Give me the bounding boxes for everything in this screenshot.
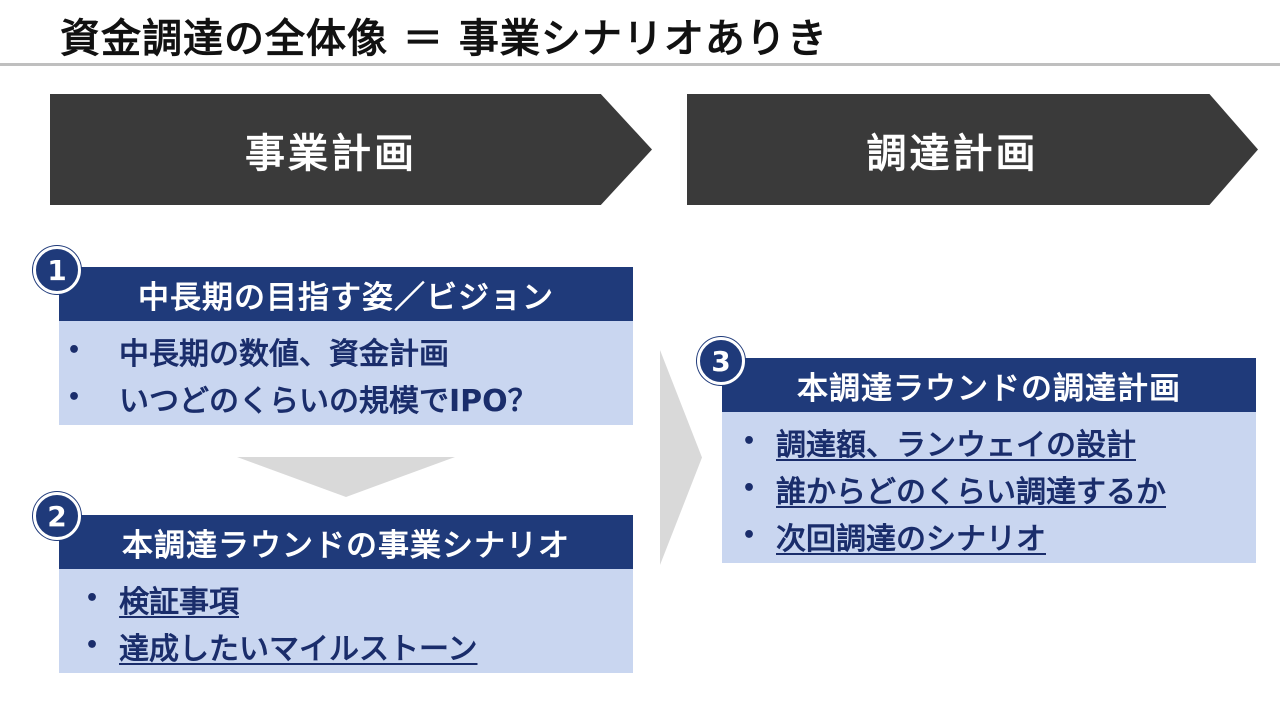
list-item-text: 次回調達のシナリオ: [776, 521, 1046, 557]
list-item: • いつどのくらいの規模でIPO？: [59, 374, 633, 421]
bullet-icon: •: [85, 586, 100, 611]
list-item: • 検証事項: [59, 575, 633, 622]
business-plan-header: 事業計画: [50, 94, 652, 205]
scenario-box-heading: 本調達ラウンドの事業シナリオ: [59, 515, 633, 569]
bullet-icon: •: [742, 476, 757, 501]
list-item: • 中長期の数値、資金計画: [59, 327, 633, 374]
list-item-text: 調達額、ランウェイの設計: [776, 427, 1136, 463]
step-number-badge: 1: [33, 246, 81, 294]
list-item-text: 検証事項: [119, 584, 239, 620]
vision-box-body: • 中長期の数値、資金計画 • いつどのくらいの規模でIPO？: [59, 321, 633, 425]
bullet-icon: •: [67, 338, 82, 363]
vision-box-heading: 中長期の目指す姿／ビジョン: [59, 267, 633, 321]
page-title: 資金調達の全体像 ＝ 事業シナリオありき: [60, 16, 828, 62]
list-item: • 達成したいマイルストーン: [59, 622, 633, 669]
step-number-badge: 3: [697, 337, 745, 385]
vision-box: 中長期の目指す姿／ビジョン • 中長期の数値、資金計画 • いつどのくらいの規模…: [59, 267, 633, 425]
bullet-icon: •: [85, 633, 100, 658]
step-number-badge: 2: [33, 492, 81, 540]
funding-plan-header: 調達計画: [687, 94, 1258, 205]
down-arrow-icon: [237, 457, 455, 497]
right-arrow-icon: [660, 350, 702, 565]
bullet-icon: •: [67, 385, 82, 410]
bullet-icon: •: [742, 523, 757, 548]
title-divider: [0, 63, 1280, 66]
funding-box: 本調達ラウンドの調達計画 • 調達額、ランウェイの設計 • 誰からどのくらい調達…: [722, 358, 1256, 563]
funding-box-body: • 調達額、ランウェイの設計 • 誰からどのくらい調達するか • 次回調達のシナ…: [722, 412, 1256, 563]
bullet-icon: •: [742, 429, 757, 454]
list-item: • 調達額、ランウェイの設計: [722, 418, 1256, 465]
list-item-text: 達成したいマイルストーン: [119, 631, 478, 667]
funding-box-heading: 本調達ラウンドの調達計画: [722, 358, 1256, 412]
list-item: • 次回調達のシナリオ: [722, 512, 1256, 559]
list-item-text: 誰からどのくらい調達するか: [776, 474, 1166, 510]
list-item-text: いつどのくらいの規模でIPO？: [119, 383, 538, 419]
list-item-text: 中長期の数値、資金計画: [119, 336, 449, 372]
scenario-box-body: • 検証事項 • 達成したいマイルストーン: [59, 569, 633, 673]
scenario-box: 本調達ラウンドの事業シナリオ • 検証事項 • 達成したいマイルストーン: [59, 515, 633, 673]
list-item: • 誰からどのくらい調達するか: [722, 465, 1256, 512]
